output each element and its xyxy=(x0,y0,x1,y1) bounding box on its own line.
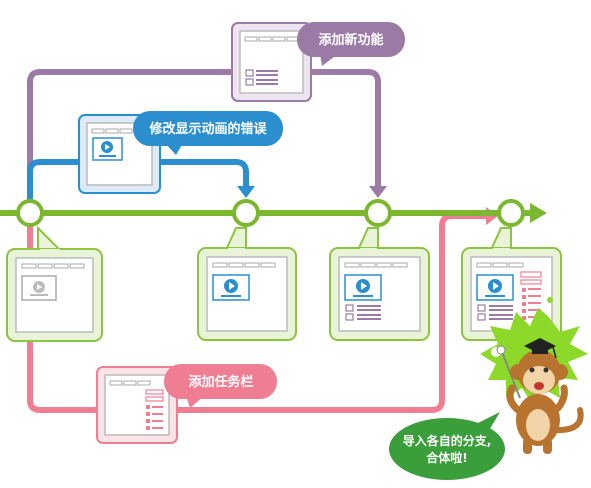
mortarboard-icon xyxy=(524,338,557,359)
callout-add-feature: 添加新功能 xyxy=(297,22,405,66)
list-icon xyxy=(245,69,278,86)
callout-add-taskbar-text: 添加任务栏 xyxy=(188,374,253,390)
callout-merge-line2: 合体啦! xyxy=(426,450,467,465)
play-video-icon xyxy=(92,137,123,161)
snapshot-card-1 xyxy=(6,225,103,342)
commit-node-2[interactable] xyxy=(232,199,260,227)
callout-fix-animation-bug-text: 修改显示动画的错误 xyxy=(148,121,267,137)
snapshot-card-3 xyxy=(329,227,430,341)
list-icon xyxy=(477,304,513,321)
feature-branch-line xyxy=(27,69,381,216)
callout-add-feature-text: 添加新功能 xyxy=(318,32,383,48)
bugfix-branch-arrow xyxy=(237,186,255,198)
window-icon xyxy=(344,262,408,268)
snapshot-card-2 xyxy=(197,227,297,341)
commit-node-4[interactable] xyxy=(497,199,525,227)
play-video-icon xyxy=(212,274,250,301)
window-icon xyxy=(21,263,85,269)
taskbar-branch-line xyxy=(27,210,491,413)
feature-branch-card xyxy=(231,22,312,102)
commit-node-1[interactable] xyxy=(16,199,44,227)
callout-fix-animation-bug: 修改显示动画的错误 xyxy=(133,111,283,155)
feature-branch-arrow xyxy=(369,186,387,198)
callout-add-taskbar: 添加任务栏 xyxy=(164,364,277,408)
monkey-mascot xyxy=(496,338,584,454)
play-video-icon xyxy=(476,274,514,301)
grid-icon xyxy=(145,389,164,430)
window-icon xyxy=(476,262,524,268)
commit-node-3[interactable] xyxy=(364,199,392,227)
taskbar-branch-card xyxy=(96,366,178,444)
list-icon xyxy=(345,304,381,321)
play-video-icon xyxy=(344,274,382,301)
window-icon xyxy=(212,262,276,268)
main-branch-arrow xyxy=(530,203,547,223)
callout-merge-line1: 导入各自的分支, xyxy=(403,433,492,448)
callout-merge: 导入各自的分支, 合体啦! xyxy=(389,412,505,480)
play-video-icon xyxy=(21,275,57,301)
